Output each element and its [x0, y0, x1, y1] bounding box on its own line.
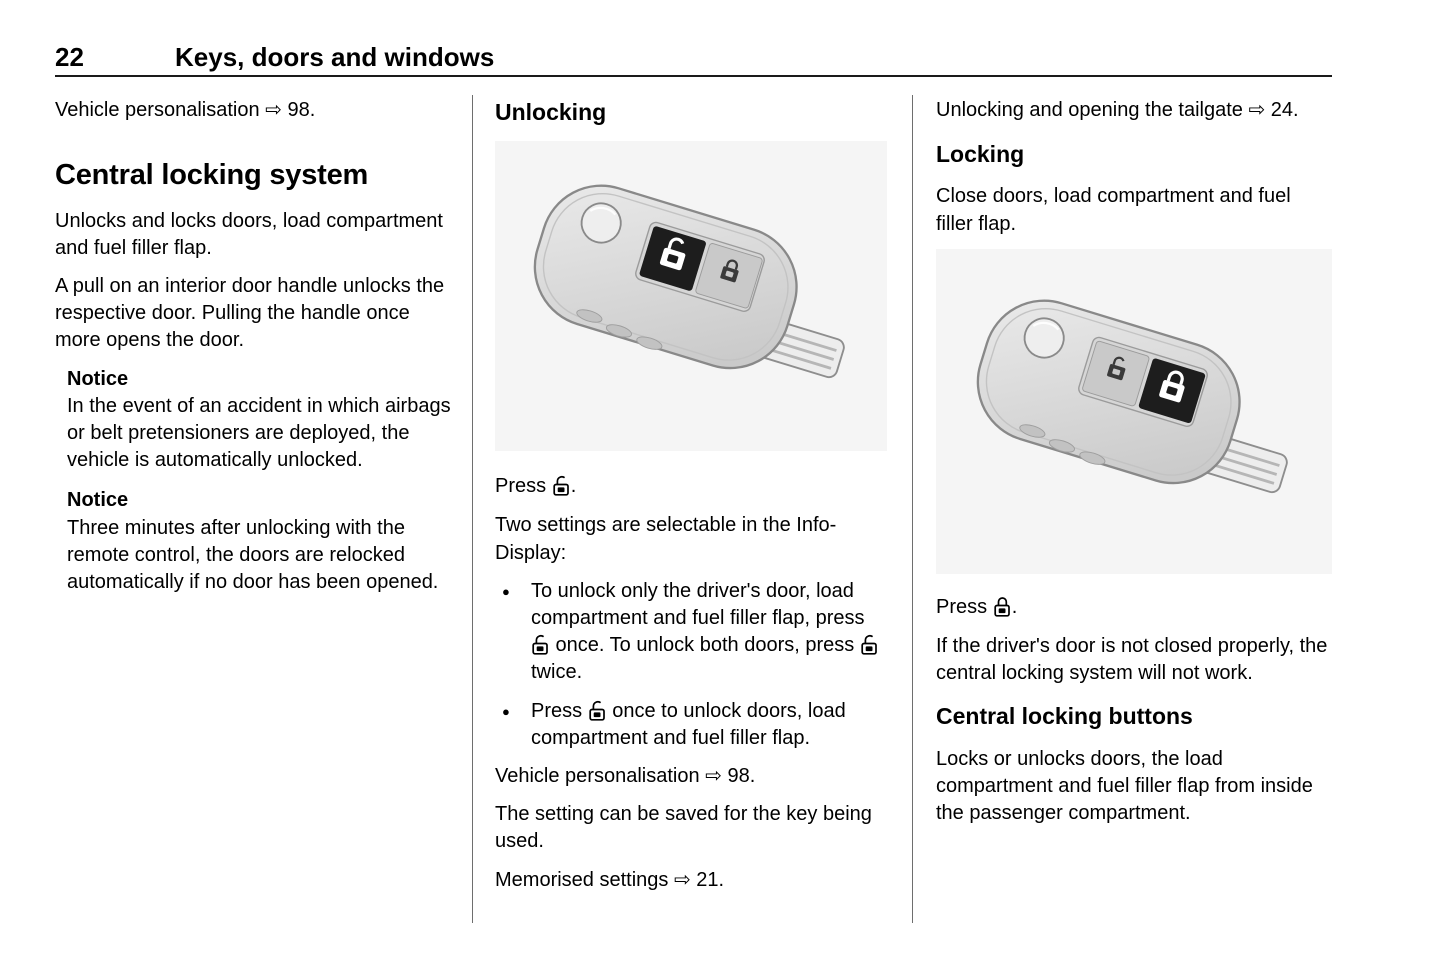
- unlock-remote-icon: [589, 700, 606, 721]
- list-item-text: To unlock only the driver's door, load c…: [531, 578, 887, 687]
- crossref-tailgate: Unlocking and opening the tailgate ⇨ 24.: [936, 99, 1299, 121]
- crossref-vehicle-personalisation: Vehicle personalisation ⇨ 98.: [55, 99, 316, 121]
- page-number: 22: [55, 42, 84, 72]
- body-paragraph: Locks or unlocks doors, the load compart…: [936, 747, 1313, 825]
- notice-block-accident: Notice In the event of an accident in wh…: [67, 366, 457, 475]
- column-divider-left: [472, 95, 473, 923]
- column-divider-right: [912, 95, 913, 923]
- column-middle: Unlocking Press . Two settings are selec…: [495, 97, 887, 905]
- column-right: Unlocking and opening the tailgate ⇨ 24.…: [936, 97, 1332, 838]
- press-lock-instruction: Press .: [936, 595, 1018, 618]
- list-item: ● To unlock only the driver's door, load…: [495, 578, 887, 687]
- crossref-vehicle-personalisation: Vehicle personalisation ⇨ 98.: [495, 764, 756, 787]
- notice-label: Notice: [67, 489, 129, 512]
- subsection-heading-central-locking-buttons: Central locking buttons: [936, 703, 1193, 730]
- subsection-heading-locking: Locking: [936, 141, 1025, 168]
- unlock-remote-icon: [553, 475, 570, 496]
- notice-text: Three minutes after unlocking with the r…: [67, 516, 439, 593]
- unlock-remote-icon: [532, 634, 549, 655]
- remote-key-photo-lock: [936, 248, 1332, 574]
- notice-text: In the event of an accident in which air…: [67, 394, 451, 472]
- press-unlock-instruction: Press .: [495, 475, 577, 498]
- bullet-marker: ●: [502, 703, 510, 719]
- remote-key-photo-unlock: [495, 141, 887, 452]
- list-item-text: Press once to unlock doors, load compart…: [531, 699, 846, 749]
- subsection-heading-unlocking: Unlocking: [495, 99, 607, 125]
- body-paragraph: Unlocks and locks doors, load compartmen…: [55, 209, 443, 259]
- list-item: ● Press once to unlock doors, load compa…: [495, 698, 887, 752]
- chapter-title: Keys, doors and windows: [175, 42, 495, 72]
- section-heading-central-locking: Central locking system: [55, 159, 369, 192]
- unlock-remote-icon: [861, 634, 878, 655]
- bullet-marker: ●: [502, 583, 510, 599]
- column-left: Vehicle personalisation ⇨ 98. Central lo…: [55, 97, 457, 609]
- body-paragraph: Two settings are selectable in the Info-…: [495, 514, 837, 564]
- crossref-memorised-settings: Memorised settings ⇨ 21.: [495, 868, 725, 891]
- notice-label: Notice: [67, 367, 129, 390]
- header-rule: [55, 75, 1332, 77]
- notice-block-relock: Notice Three minutes after unlocking wit…: [67, 487, 457, 596]
- lock-remote-icon: [994, 596, 1011, 617]
- body-paragraph: A pull on an interior door handle unlock…: [55, 275, 445, 352]
- body-paragraph: The setting can be saved for the key bei…: [495, 803, 872, 853]
- body-paragraph: Close doors, load compartment and fuel f…: [936, 185, 1291, 235]
- body-paragraph: If the driver's door is not closed prope…: [936, 635, 1328, 685]
